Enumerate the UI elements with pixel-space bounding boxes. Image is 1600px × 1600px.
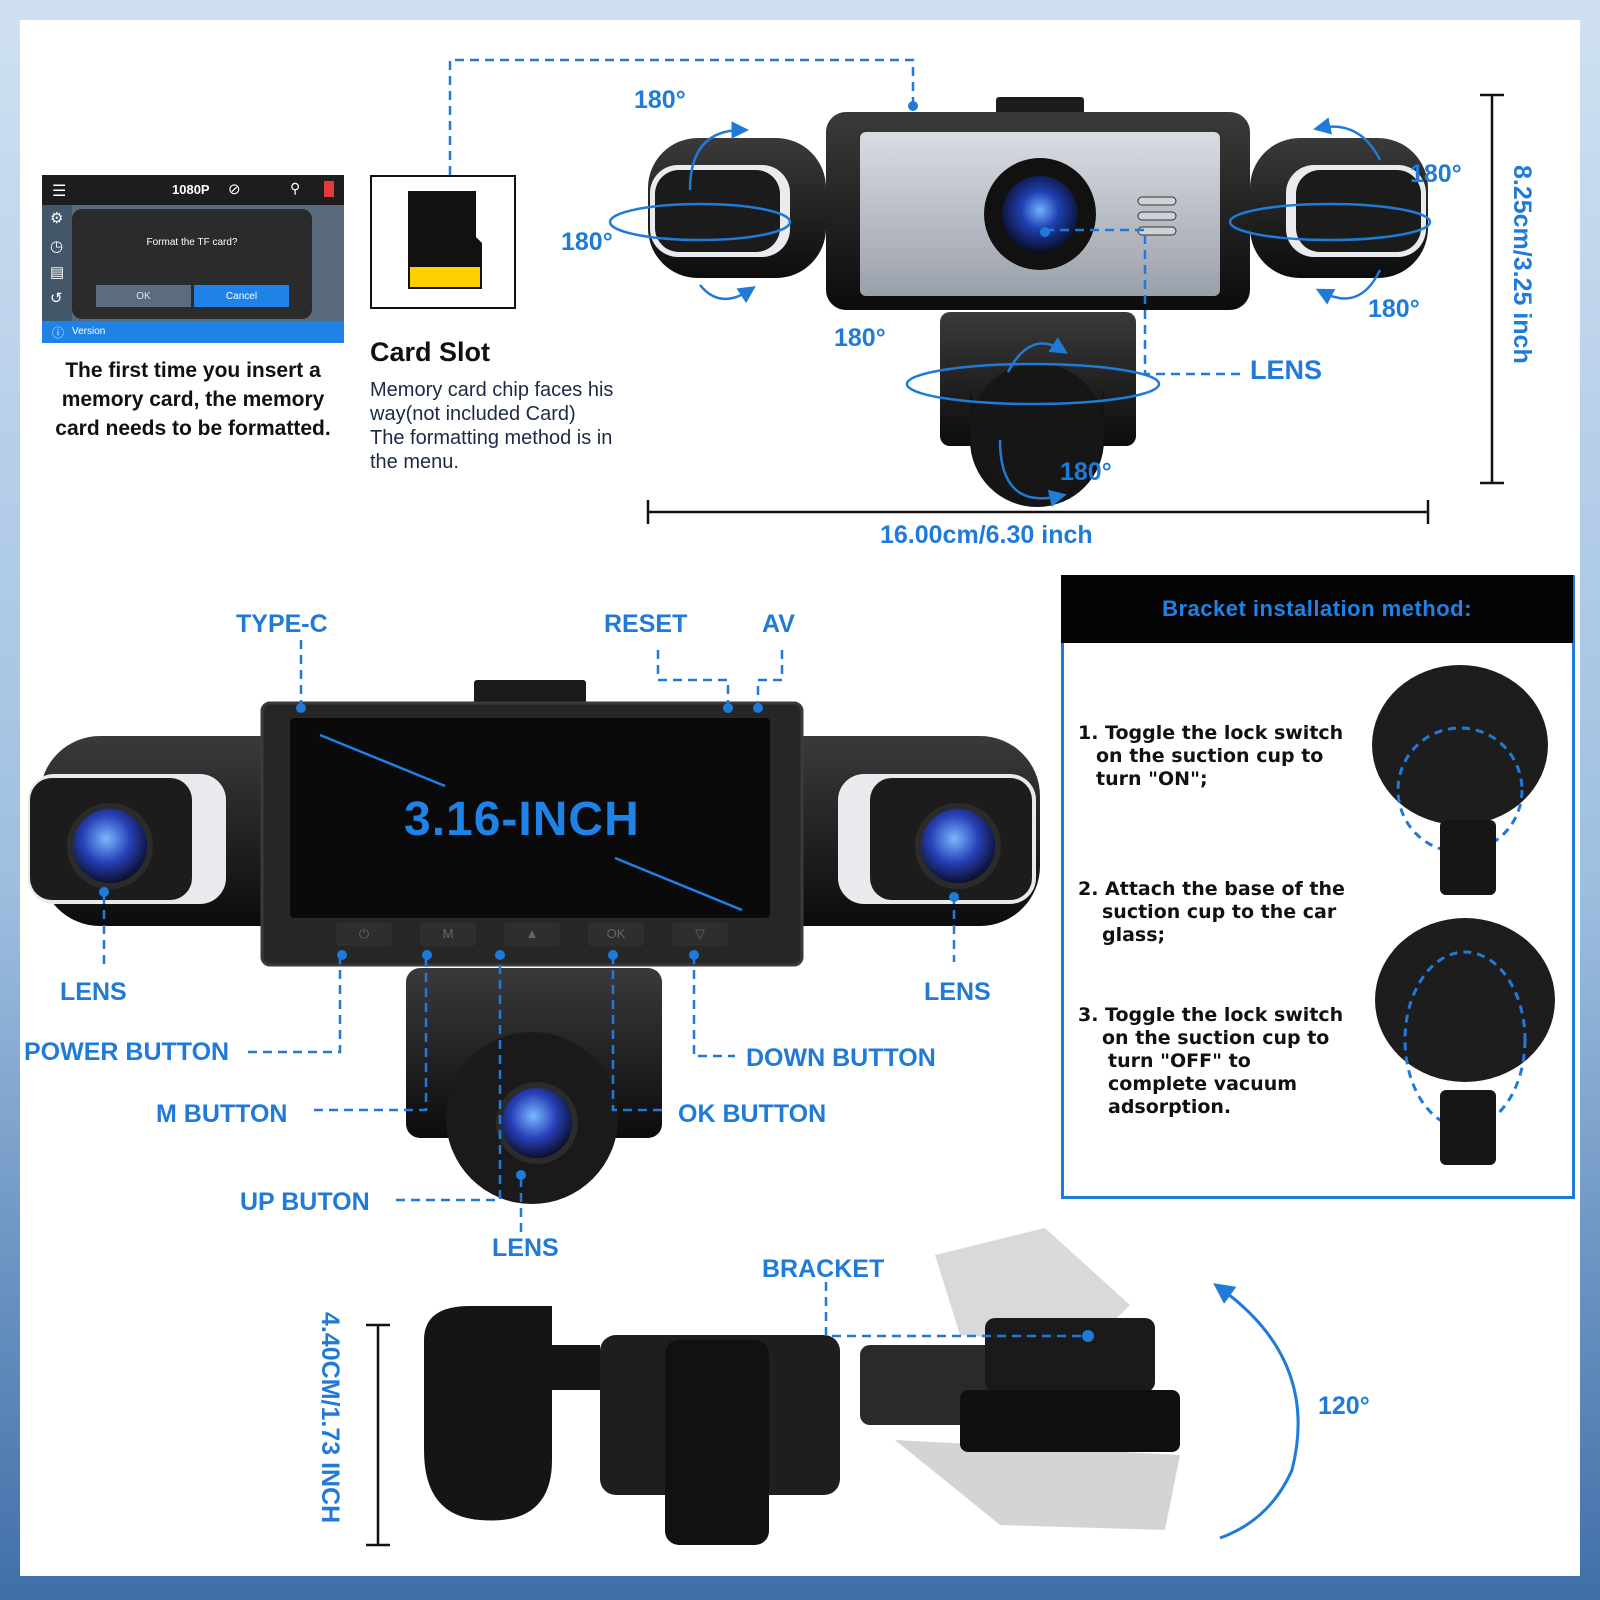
card-slot-line: way(not included Card)	[370, 403, 576, 425]
left-lens-icon	[67, 803, 153, 889]
step-line: turn "ON";	[1096, 768, 1208, 790]
card-slot-line: Memory card chip faces his	[370, 379, 614, 401]
front-view-device	[28, 680, 1040, 1204]
step-line: turn "OFF" to	[1108, 1050, 1251, 1072]
card-slot-line: The formatting method is in	[370, 427, 613, 449]
step-line: 2. Attach the base of the	[1078, 878, 1345, 900]
width-dimension-label: 16.00cm/6.30 inch	[880, 521, 1093, 549]
battery-icon	[324, 181, 334, 197]
menu-icon: ☰	[52, 183, 67, 200]
left-lens-label: LENS	[60, 978, 127, 1006]
step-line: 3. Toggle the lock switch	[1078, 1004, 1344, 1026]
format-caption-line: The first time you insert a	[65, 359, 321, 382]
rotation-label: 180°	[834, 324, 886, 352]
down-key[interactable]: ▽	[672, 922, 728, 946]
bracket-box-title: Bracket installation method:	[1061, 575, 1573, 643]
card-slot-line: the menu.	[370, 451, 459, 473]
up-key[interactable]: ▲	[504, 922, 560, 946]
rotation-label: 180°	[634, 86, 686, 114]
card-slot-title: Card Slot	[370, 337, 491, 367]
ok-button-label: OK BUTTON	[678, 1100, 827, 1128]
step-2: 2. Attach the base of the suction cup to…	[1078, 878, 1345, 947]
m-key[interactable]: M	[420, 922, 476, 946]
step-line: glass;	[1102, 924, 1166, 946]
bottom-lens-label: LENS	[492, 1234, 559, 1262]
format-caption-line: memory card, the memory	[61, 388, 325, 411]
screen-size-label: 3.16-INCH	[404, 793, 640, 846]
step-line: adsorption.	[1108, 1096, 1232, 1118]
av-label: AV	[762, 610, 795, 638]
depth-dimension-label: 4.40CM/1.73 INCH	[316, 1312, 344, 1524]
step-3: 3. Toggle the lock switch on the suction…	[1078, 1004, 1343, 1119]
ok-button[interactable]: OK	[96, 285, 191, 307]
up-button-label: UP BUTON	[240, 1188, 370, 1216]
rotation-label: 180°	[1368, 295, 1420, 323]
top-view-device	[648, 97, 1428, 507]
card-slot-image	[370, 175, 516, 309]
height-dimension-label: 8.25cm/3.25 inch	[1508, 165, 1536, 364]
right-lens-icon	[915, 803, 1001, 889]
screen-status-bar	[42, 175, 344, 205]
power-key[interactable]: ⏻	[336, 922, 392, 946]
power-button-label: POWER BUTTON	[24, 1038, 230, 1066]
info-card-icon: ▤	[50, 264, 65, 281]
version-bar: ⓘ Version	[42, 321, 344, 343]
clock-icon: ◷	[50, 238, 64, 255]
rotation-label: 180°	[1410, 160, 1462, 188]
step-1: 1. Toggle the lock switch on the suction…	[1078, 722, 1343, 791]
type-c-label: TYPE-C	[236, 610, 328, 638]
card-slot-description: Memory card chip faces his way(not inclu…	[370, 378, 613, 474]
tilt-angle-label: 120°	[1318, 1392, 1370, 1420]
format-caption: The first time you insert a memory card,…	[42, 356, 344, 443]
m-button-label: M BUTTON	[156, 1100, 288, 1128]
step-line: 1. Toggle the lock switch	[1078, 722, 1344, 744]
mic-icon: ⚲	[290, 180, 301, 196]
cancel-button[interactable]: Cancel	[194, 285, 289, 307]
info-icon: ⓘ	[52, 326, 65, 340]
step-line: complete vacuum	[1108, 1073, 1298, 1095]
side-view-device	[424, 1228, 1180, 1545]
step-line: suction cup to the car	[1102, 901, 1337, 923]
format-dialog: Format the TF card? OK Cancel	[72, 209, 312, 319]
top-lens-label: LENS	[1250, 355, 1323, 385]
ok-key[interactable]: OK	[588, 922, 644, 946]
format-dialog-text: Format the TF card?	[146, 237, 238, 248]
reset-label: RESET	[604, 610, 688, 638]
suction-cup-images	[1372, 665, 1555, 1165]
reset-icon: ↺	[50, 290, 63, 307]
resolution-text: 1080P	[172, 182, 210, 197]
rotation-label: 180°	[1060, 458, 1112, 486]
step-line: on the suction cup to	[1096, 745, 1324, 767]
rotation-label: 180°	[561, 228, 613, 256]
gear-icon: ⚙	[50, 210, 64, 227]
format-caption-line: card needs to be formatted.	[55, 417, 331, 440]
sd-card-icon	[408, 191, 482, 289]
down-button-label: DOWN BUTTON	[746, 1044, 936, 1072]
eye-off-icon: ⊘	[228, 181, 241, 198]
format-screen-image: ☰ 1080P ⊘ ⚲ ⚙ ◷ ▤ ↺ Format the TF card? …	[42, 175, 344, 343]
screen-side-menu: ⚙ ◷ ▤ ↺	[42, 205, 72, 321]
bracket-label: BRACKET	[762, 1255, 885, 1283]
right-lens-label: LENS	[924, 978, 991, 1006]
step-line: on the suction cup to	[1102, 1027, 1330, 1049]
version-label: Version	[72, 326, 106, 337]
